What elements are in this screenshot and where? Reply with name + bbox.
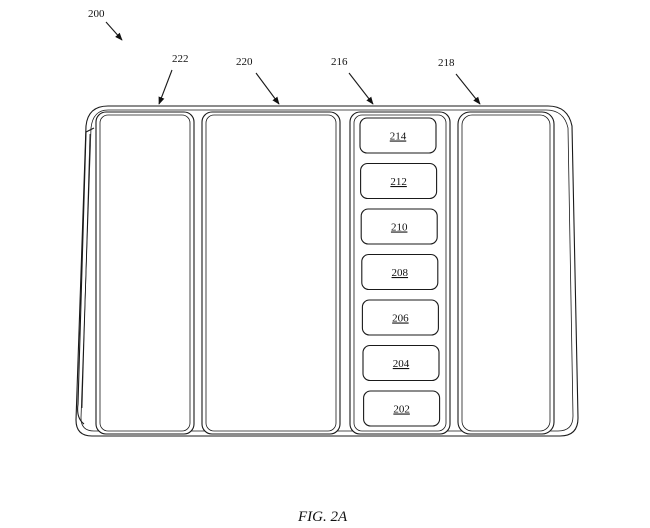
segment-label: 204 <box>393 358 410 370</box>
segment-206: 206 <box>361 299 439 336</box>
segment-214: 214 <box>359 117 437 154</box>
segment-box <box>361 299 439 336</box>
segment-210: 210 <box>360 208 438 245</box>
segment-box <box>360 208 438 245</box>
segment-stack: 214 212 210 208 206 204 202 <box>359 117 441 427</box>
ref-200: 200 <box>88 8 123 41</box>
panel-216: 214 212 210 208 206 204 202 <box>349 111 451 435</box>
segment-label: 210 <box>391 222 408 234</box>
segment-box <box>362 344 440 382</box>
device-cover <box>75 105 579 437</box>
ref-label-218: 218 <box>438 57 455 69</box>
panel-222 <box>95 111 195 435</box>
segment-208: 208 <box>361 253 439 291</box>
figure-caption: FIG. 2A <box>297 509 348 525</box>
ref-label-200: 200 <box>88 8 105 20</box>
segment-204: 204 <box>362 344 440 382</box>
segment-label: 202 <box>393 404 410 416</box>
hinge-spine <box>77 127 95 425</box>
segment-box <box>361 253 439 291</box>
segment-212: 212 <box>360 162 438 200</box>
panel-218 <box>457 111 555 435</box>
segment-box <box>363 390 441 427</box>
panel-220 <box>201 111 341 435</box>
segment-202: 202 <box>363 390 441 427</box>
ref-220: 220 <box>236 56 280 105</box>
ref-218: 218 <box>438 57 481 105</box>
ref-label-222: 222 <box>172 53 189 65</box>
segment-label: 208 <box>392 267 409 279</box>
segment-label: 212 <box>390 176 407 188</box>
ref-label-216: 216 <box>331 56 348 68</box>
ref-222: 222 <box>158 53 189 105</box>
ref-label-220: 220 <box>236 56 253 68</box>
segment-box <box>359 117 437 154</box>
ref-216: 216 <box>331 56 374 105</box>
segment-label: 206 <box>392 313 409 325</box>
segment-label: 214 <box>390 131 407 143</box>
segment-box <box>360 162 438 200</box>
